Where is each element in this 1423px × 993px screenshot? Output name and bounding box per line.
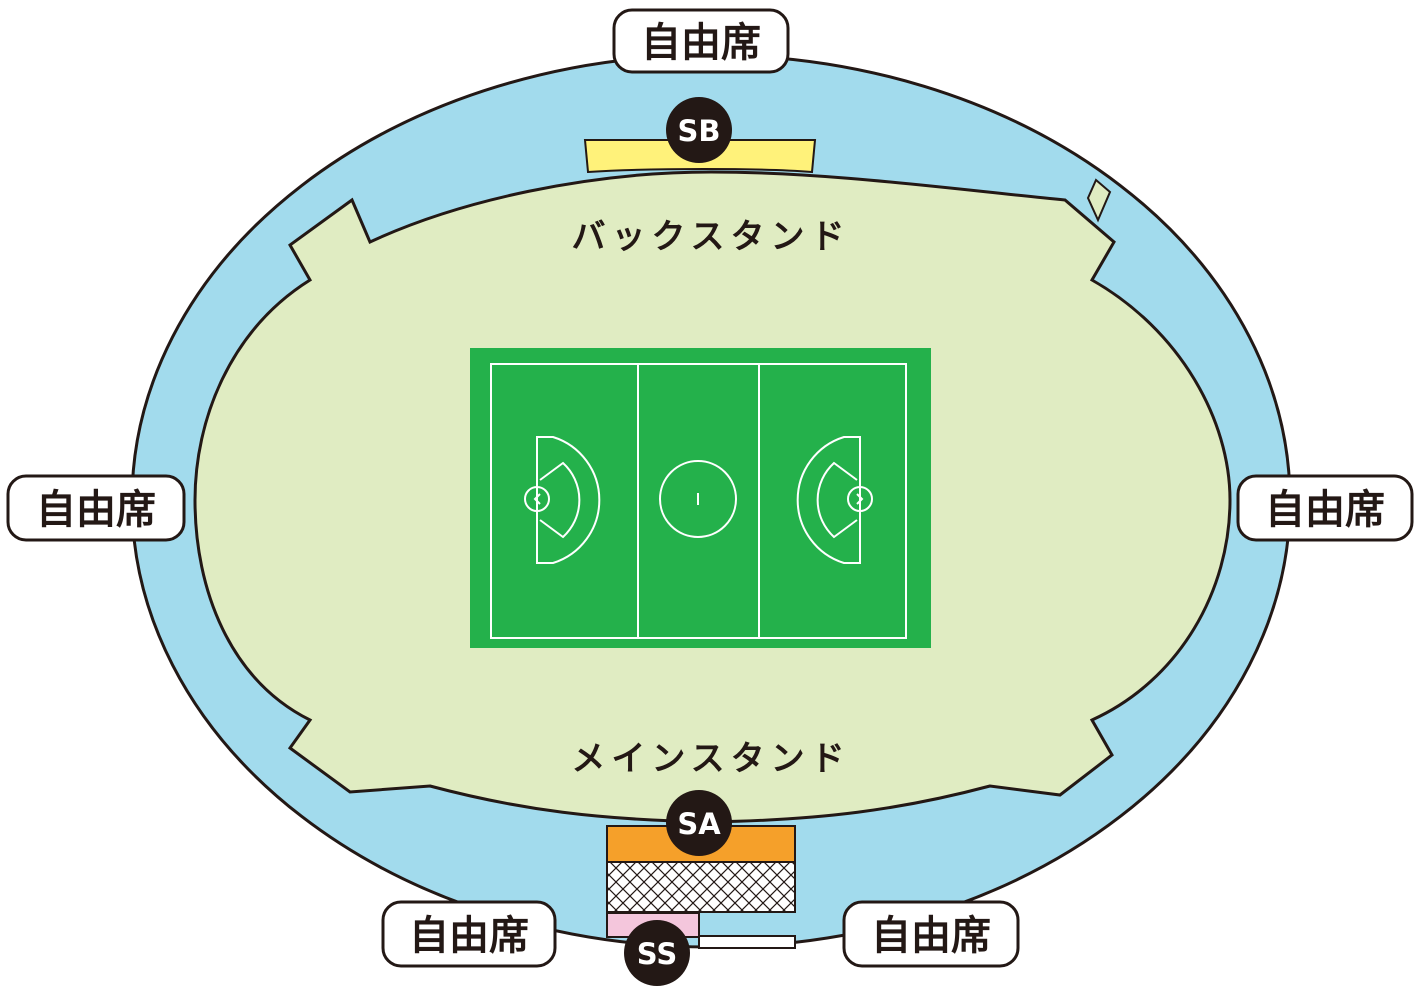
white-zone bbox=[698, 935, 796, 949]
seat-tag-left[interactable]: 自由席 bbox=[6, 474, 186, 542]
sa-badge[interactable]: SA bbox=[666, 790, 732, 856]
seat-tag-top[interactable]: 自由席 bbox=[612, 8, 790, 74]
seat-tag-right[interactable]: 自由席 bbox=[1236, 474, 1414, 542]
gangway bbox=[1086, 178, 1112, 223]
sb-badge[interactable]: SB bbox=[666, 97, 732, 163]
sa-badge-label: SA bbox=[677, 807, 721, 841]
seat-tag-bottom-left-label: 自由席 bbox=[409, 913, 529, 959]
seat-tag-bottom-right-label: 自由席 bbox=[871, 913, 991, 959]
ss-badge-label: SS bbox=[637, 937, 677, 971]
ss-badge[interactable]: SS bbox=[624, 920, 690, 986]
seat-tag-bottom-right[interactable]: 自由席 bbox=[842, 900, 1020, 968]
hatched-area bbox=[606, 861, 796, 913]
seat-tag-right-label: 自由席 bbox=[1265, 487, 1385, 533]
seat-tag-bottom-left[interactable]: 自由席 bbox=[381, 900, 557, 968]
seat-tag-left-label: 自由席 bbox=[36, 487, 156, 533]
seat-tag-top-label: 自由席 bbox=[641, 20, 761, 66]
lacrosse-pitch bbox=[470, 348, 931, 648]
main-stand-label: メインスタンド bbox=[571, 739, 850, 779]
back-stand-label: バックスタンド bbox=[572, 217, 851, 257]
sb-badge-label: SB bbox=[678, 114, 721, 148]
